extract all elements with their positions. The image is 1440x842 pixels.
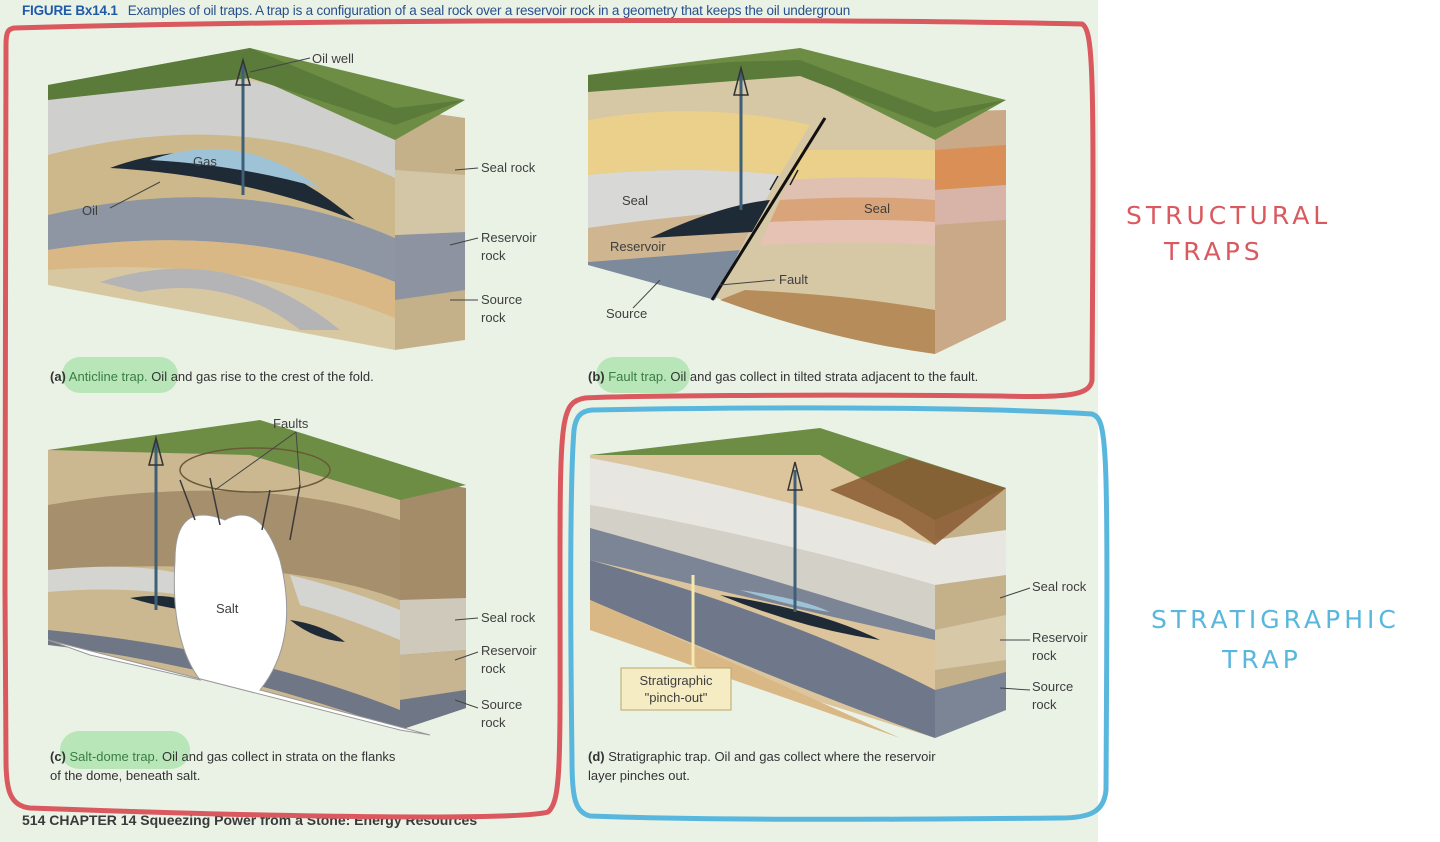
figure-number: FIGURE Bx14.1 [22,3,118,18]
label-reservoir-a: Reservoir [481,230,537,245]
salt-dome [47,514,431,736]
caption-a: (a) Anticline trap. Oil and gas rise to … [50,369,374,384]
label-seal-rock-a: Seal rock [481,160,536,175]
label-source-a: Source [481,292,522,307]
caption-d: (d) Stratigraphic trap. Oil and gas coll… [588,749,936,764]
panel-salt-dome: Faults Salt Seal rock Reservoir rock Sou… [47,416,537,783]
label-seal-b-right: Seal [864,201,890,216]
label-reservoir-b: Reservoir [610,239,666,254]
annotation-traps: TRAPS [1163,237,1264,266]
annotation-trap: TRAP [1221,645,1302,674]
oil-pocket-a [110,152,355,220]
label-pinch-out-2: "pinch-out" [645,690,708,705]
highlight-salt-dome [60,731,190,769]
label-reservoir-c-2: rock [481,661,506,676]
label-salt: Salt [216,601,239,616]
caption-b: (b) Fault trap. Oil and gas collect in t… [588,369,978,384]
label-oil-well: Oil well [312,51,354,66]
label-source-a-2: rock [481,310,506,325]
label-faults: Faults [273,416,309,431]
label-reservoir-a-2: rock [481,248,506,263]
oil-pocket-d [720,595,880,640]
caption-d-2: layer pinches out. [588,768,690,783]
caption-c: (c) Salt-dome trap. Oil and gas collect … [50,749,396,764]
label-oil: Oil [82,203,98,218]
label-fault: Fault [779,272,808,287]
label-reservoir-d: Reservoir [1032,630,1088,645]
panel-stratigraphic: Stratigraphic "pinch-out" Seal rock Rese… [588,428,1088,783]
highlight-fault [596,357,690,393]
block-c-grass [48,420,466,500]
annotation-structural: STRUCTURAL [1126,201,1331,230]
structural-traps-outline [2,18,1096,820]
fault-line [710,117,827,301]
panel-fault: Seal Reservoir Source Seal Fault (b) Fau… [588,48,1006,393]
fault-lines-c [179,477,301,541]
panel-anticline: Oil well Gas Oil Seal rock Reservoir roc… [48,48,537,393]
annotation-stratigraphic: STRATIGRAPHIC [1151,605,1400,634]
label-pinch-out: Stratigraphic [640,673,713,688]
label-reservoir-d-2: rock [1032,648,1057,663]
label-source-d-2: rock [1032,697,1057,712]
label-seal-rock-c: Seal rock [481,610,536,625]
label-seal-b-left: Seal [622,193,648,208]
caption-c-2: of the dome, beneath salt. [50,768,200,783]
label-source-c-2: rock [481,715,506,730]
highlight-anticline [62,357,178,393]
figure-heading: FIGURE Bx14.1 Examples of oil traps. A tr… [22,3,1098,25]
pinch-out-callout [620,667,732,711]
label-source-b: Source [606,306,647,321]
label-reservoir-c: Reservoir [481,643,537,658]
label-seal-rock-d: Seal rock [1032,579,1087,594]
label-source-d: Source [1032,679,1073,694]
label-source-c: Source [481,697,522,712]
stratigraphic-trap-outline [568,405,1110,822]
gas-pocket-a [150,148,320,188]
figure-title: Examples of oil traps. A trap is a confi… [127,3,851,18]
label-gas: Gas [193,154,217,169]
